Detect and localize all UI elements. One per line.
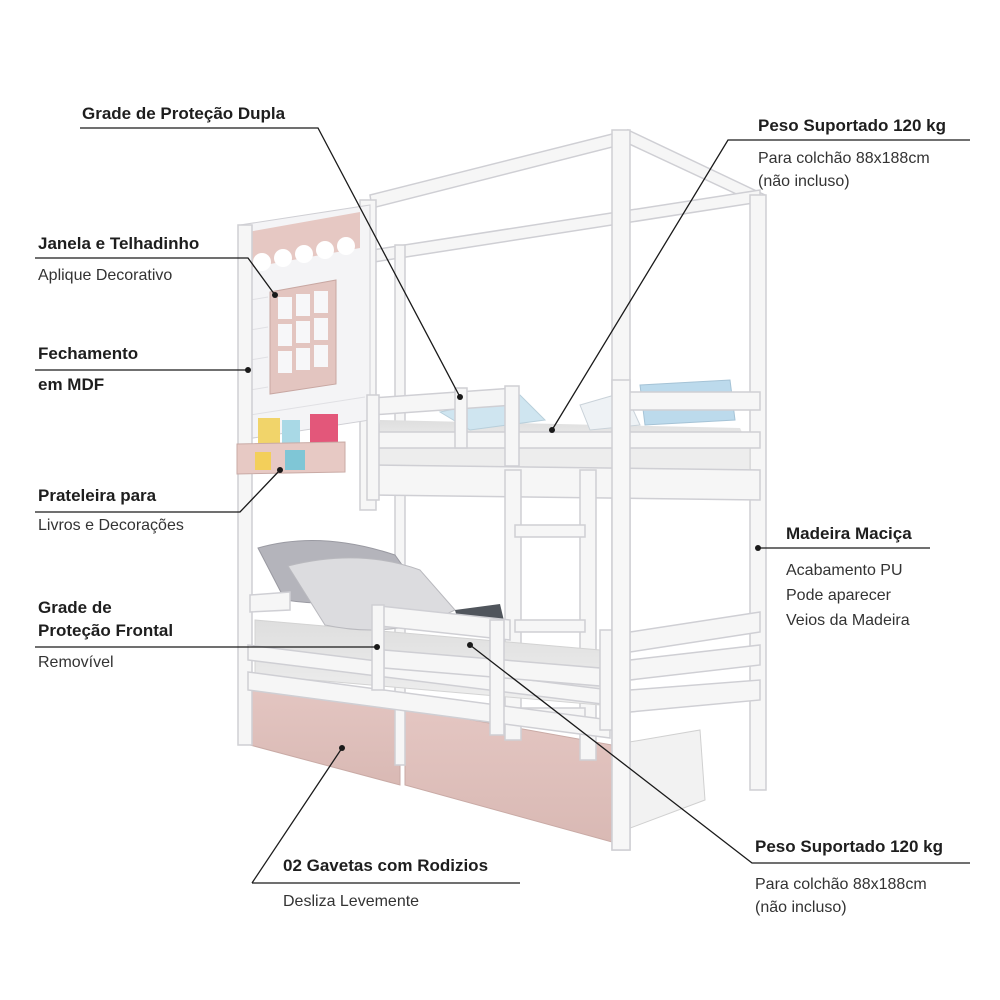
- label-grade-frontal-subtitle: Removível: [38, 654, 114, 671]
- label-peso-bottom-title: Peso Suportado 120 kg: [755, 837, 943, 856]
- label-peso-bottom-line2: (não incluso): [755, 899, 847, 916]
- leader-prateleira: [35, 469, 281, 513]
- leader-peso-top: [551, 139, 970, 431]
- label-grade-frontal-line1: Grade de: [38, 598, 112, 617]
- label-fechamento-line2: em MDF: [38, 375, 105, 394]
- leader-peso-bottom: [469, 644, 970, 864]
- label-fechamento-line1: Fechamento: [38, 344, 139, 363]
- label-madeira-line2: Pode aparecer: [786, 587, 891, 604]
- mdf-panel: [239, 204, 371, 441]
- label-janela-subtitle: Aplique Decorativo: [38, 267, 173, 284]
- leader-lines: [35, 127, 970, 884]
- label-gavetas-subtitle: Desliza Levemente: [283, 893, 420, 910]
- book-shelf: [236, 414, 346, 475]
- label-prateleira-subtitle: Livros e Decorações: [38, 517, 184, 534]
- front-posts: [611, 379, 631, 851]
- upper-bunk: [366, 379, 761, 501]
- label-prateleira-title: Prateleira para: [38, 486, 157, 505]
- leader-dots: [245, 292, 761, 751]
- label-madeira-line1: Acabamento PU: [786, 562, 903, 579]
- window: [269, 279, 337, 395]
- leader-janela: [35, 257, 276, 296]
- label-grade-dupla-title: Grade de Proteção Dupla: [82, 104, 286, 123]
- label-janela-title: Janela e Telhadinho: [38, 234, 200, 253]
- label-peso-top-line1: Para colchão 88x188cm: [758, 150, 930, 167]
- label-madeira-line3: Veios da Madeira: [786, 612, 910, 629]
- left-posts: [237, 224, 253, 746]
- leader-grade-dupla: [80, 127, 461, 398]
- label-peso-top-line2: (não incluso): [758, 173, 850, 190]
- label-madeira-title: Madeira Maciça: [786, 524, 912, 543]
- lower-bunk: [247, 539, 761, 739]
- label-peso-bottom-line1: Para colchão 88x188cm: [755, 876, 927, 893]
- drawers: [249, 684, 706, 843]
- label-peso-top-title: Peso Suportado 120 kg: [758, 116, 946, 135]
- label-grade-frontal-line2: Proteção Frontal: [38, 621, 174, 640]
- leader-gavetas-diag: [251, 747, 343, 884]
- label-gavetas-title: 02 Gavetas com Rodizios: [283, 856, 489, 875]
